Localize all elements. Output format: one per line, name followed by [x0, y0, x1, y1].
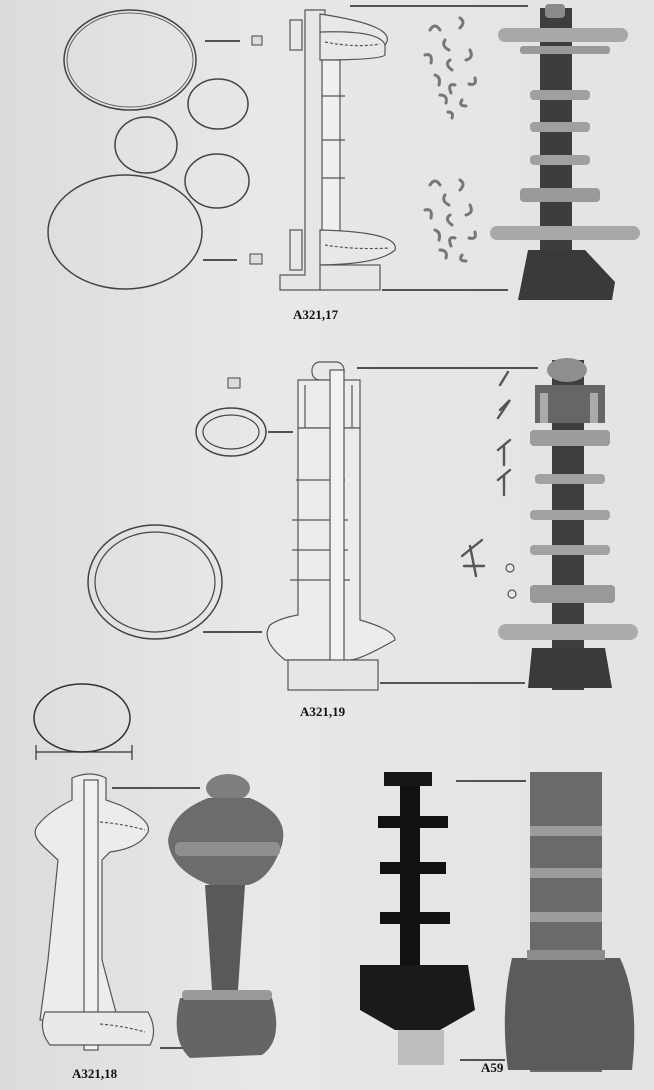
caption-a321-19: A321,19 — [300, 704, 346, 719]
rings-group-17 — [47, 9, 250, 290]
xray-image-a59 — [360, 772, 475, 1065]
caption-a59: A59 — [481, 1060, 504, 1075]
ring-small-lower — [184, 153, 250, 209]
hilt-photo-19 — [498, 358, 638, 690]
rings-group-19 — [87, 377, 267, 640]
hilt-photo-18 — [168, 774, 284, 1058]
caption-a321-17: A321,17 — [293, 307, 339, 322]
handwritten-notes — [460, 370, 512, 578]
wire-fragments — [423, 16, 477, 263]
ring-small-left — [114, 116, 178, 174]
ring-small-right — [187, 78, 249, 130]
hilt-photo-17 — [490, 4, 640, 300]
hilt-photo-a59 — [504, 772, 635, 1072]
caption-a321-18: A321,18 — [72, 1066, 118, 1081]
hilt-drawing-18 — [33, 683, 155, 1051]
hilt-drawing-17 — [279, 9, 396, 291]
ring-large-top — [63, 9, 197, 111]
hilt-drawing-19 — [266, 361, 517, 691]
ring-large-bottom — [47, 174, 203, 290]
